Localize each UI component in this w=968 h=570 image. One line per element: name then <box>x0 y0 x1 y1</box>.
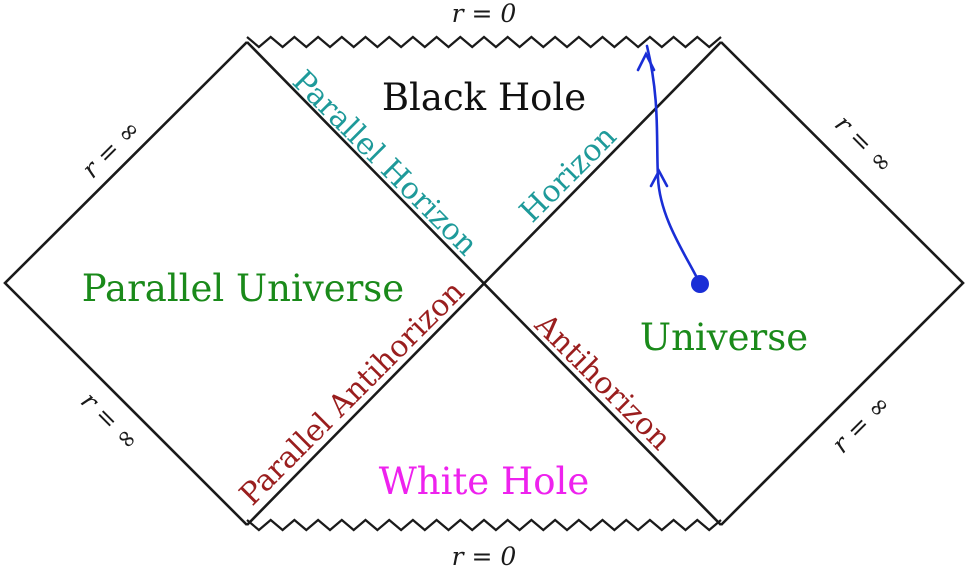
singularity-top-jagged <box>246 35 722 49</box>
infalling-worldline <box>645 44 702 286</box>
worldline-arrow-upper <box>636 51 656 72</box>
right-diamond-boundary <box>720 41 965 526</box>
infinity-lower-left-label: r = ∞ <box>75 386 145 456</box>
singularity-bottom-label: r = 0 <box>452 542 517 570</box>
left-diamond-boundary <box>3 41 248 526</box>
horizon-label: Horizon <box>513 119 624 230</box>
horizon-line <box>246 41 722 526</box>
parallel-universe-label: Parallel Universe <box>82 267 404 310</box>
universe-label: Universe <box>640 316 808 359</box>
black-hole-label: Black Hole <box>382 76 586 119</box>
infinity-upper-right-label: r = ∞ <box>829 109 899 179</box>
worldline-start-dot <box>691 275 709 293</box>
infinity-upper-left-label: r = ∞ <box>76 114 146 184</box>
singularity-bottom-jagged <box>246 518 722 532</box>
white-hole-label: White Hole <box>379 460 590 503</box>
infinity-lower-right-label: r = ∞ <box>826 389 896 459</box>
worldline-arrow-lower <box>649 168 669 188</box>
singularity-top-label: r = 0 <box>452 0 517 28</box>
